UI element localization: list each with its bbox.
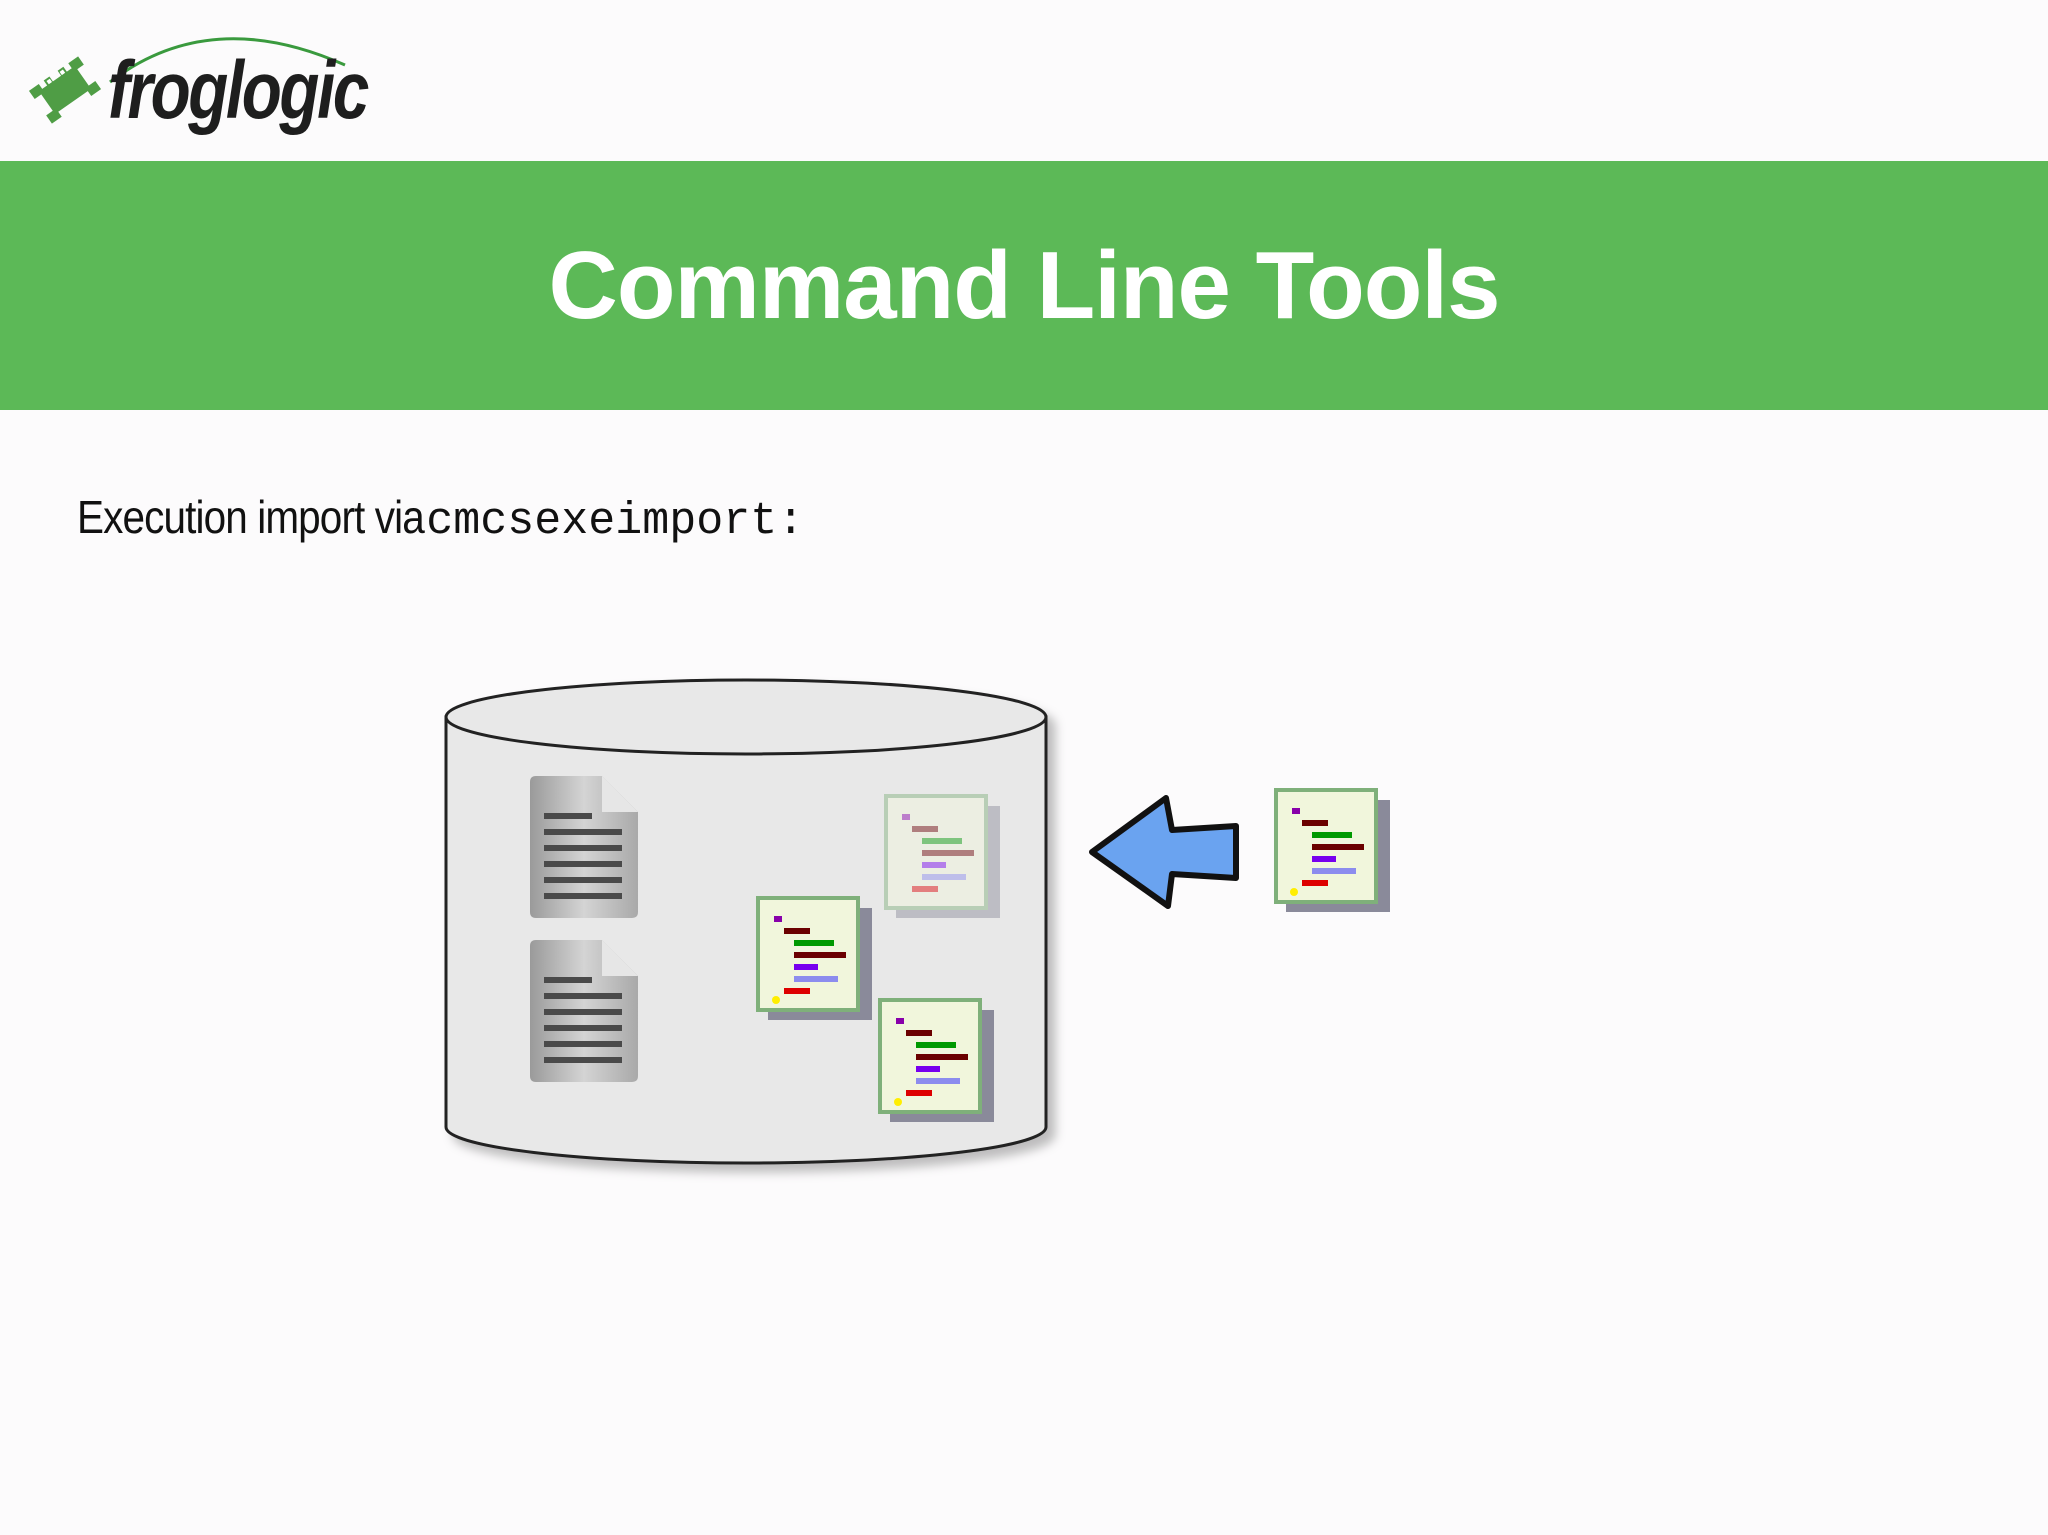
source-file-icon xyxy=(884,794,1000,918)
import-arrow-icon xyxy=(1089,795,1239,909)
title-bar: Command Line Tools xyxy=(0,161,2048,410)
frog-icon xyxy=(28,37,346,124)
source-file-icon xyxy=(1274,788,1390,912)
body-text-prefix: Execution import via xyxy=(77,491,425,543)
source-file-icon xyxy=(878,998,994,1122)
body-text: Execution import via cmcsexeimport: xyxy=(77,490,804,547)
froglogic-logo: froglogic xyxy=(20,20,380,150)
text-document-icon xyxy=(530,940,638,1082)
command-name: cmcsexeimport: xyxy=(426,496,805,547)
slide-title: Command Line Tools xyxy=(548,232,1501,339)
source-file-icon xyxy=(756,896,872,1020)
text-document-icon xyxy=(530,776,638,918)
logo-wordmark: froglogic xyxy=(108,45,369,136)
